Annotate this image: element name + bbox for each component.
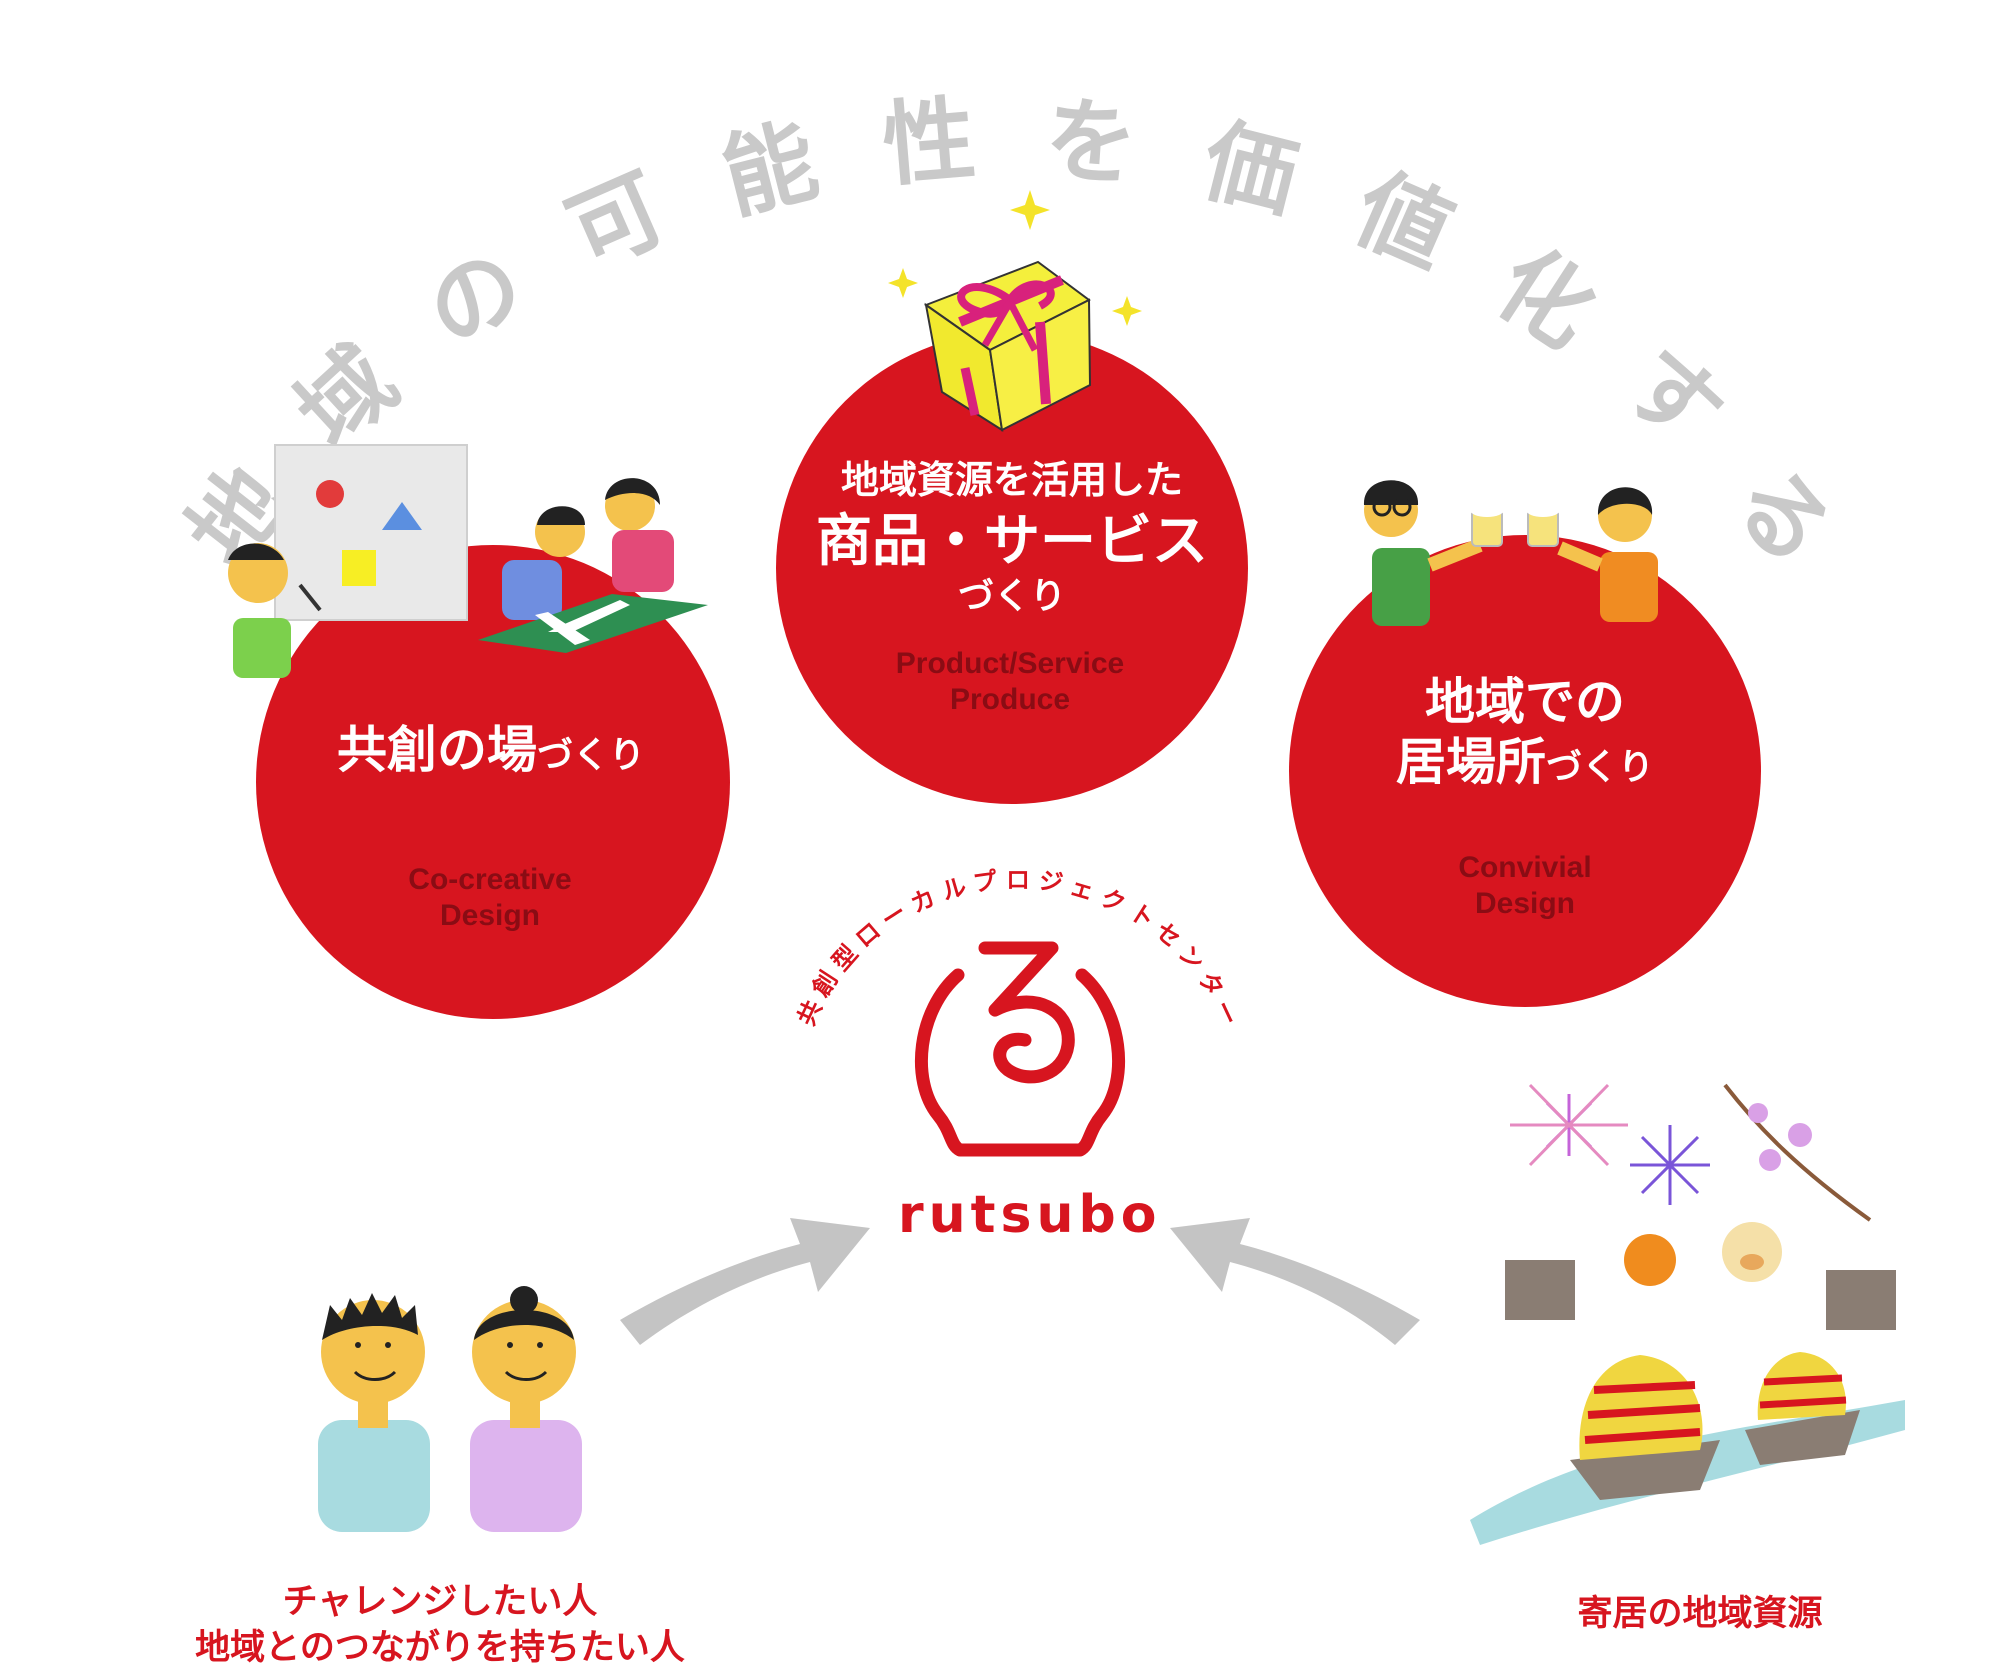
cocreation-title-main: 共創の場	[336, 721, 537, 779]
cheers-scene-icon	[1363, 480, 1658, 626]
cocreation-title: 共創の場づくり	[286, 720, 696, 780]
rutsubo-logo-icon	[914, 941, 1126, 1157]
place-subtitle-line2: Design	[1474, 887, 1576, 920]
product-title: 地域資源を活用した 商品・サービス づくり	[777, 458, 1247, 618]
product-title-line2: 商品・サービス	[816, 508, 1208, 574]
logo-arc-char: ジ	[1036, 866, 1065, 898]
product-subtitle-line1: Product/Service	[895, 647, 1125, 680]
place-title-line1: 地域での	[1425, 673, 1625, 731]
place-subtitle: Convivial Design	[1375, 850, 1675, 922]
cocreation-title-suffix: づくり	[536, 735, 645, 776]
place-title-suffix: づくり	[1545, 747, 1654, 788]
logo-arc-char: ロ	[1006, 866, 1030, 894]
local-resources-illustration-icon	[1470, 1083, 1905, 1545]
circle-place	[1289, 535, 1761, 1007]
people-caption-line1: チャレンジしたい人	[282, 1582, 598, 1622]
cocreation-subtitle-line1: Co-creative	[408, 863, 572, 896]
cocreation-subtitle: Co-creative Design	[340, 862, 640, 934]
arrow-right-to-logo-icon	[1170, 1218, 1420, 1345]
whiteboard-scene-icon	[228, 444, 708, 678]
place-title: 地域での 居場所づくり	[1290, 672, 1760, 792]
people-illustration-icon	[318, 1286, 582, 1532]
circle-cocreation	[256, 545, 730, 1019]
arrow-left-to-logo-icon	[620, 1218, 870, 1345]
product-subtitle: Product/Service Produce	[860, 646, 1160, 718]
cocreation-subtitle-line2: Design	[439, 899, 541, 932]
brand-wordmark: rutsubo	[898, 1185, 1162, 1245]
product-title-line1: 地域資源を活用した	[840, 458, 1183, 502]
logo-arc-char: プ	[971, 866, 1000, 898]
place-title-main: 居場所	[1395, 733, 1546, 791]
place-subtitle-line1: Convivial	[1458, 851, 1592, 884]
product-title-line3: づくり	[957, 575, 1066, 617]
people-caption: チャレンジしたい人 地域とのつながりを持ちたい人	[120, 1580, 760, 1671]
sparkle-icon	[888, 190, 1142, 326]
circle-product	[776, 332, 1248, 804]
people-caption-line2: 地域とのつながりを持ちたい人	[195, 1627, 685, 1668]
product-subtitle-line2: Produce	[949, 683, 1071, 716]
gift-box-icon	[923, 260, 1092, 433]
resources-caption: 寄居の地域資源	[1577, 1594, 1823, 1634]
